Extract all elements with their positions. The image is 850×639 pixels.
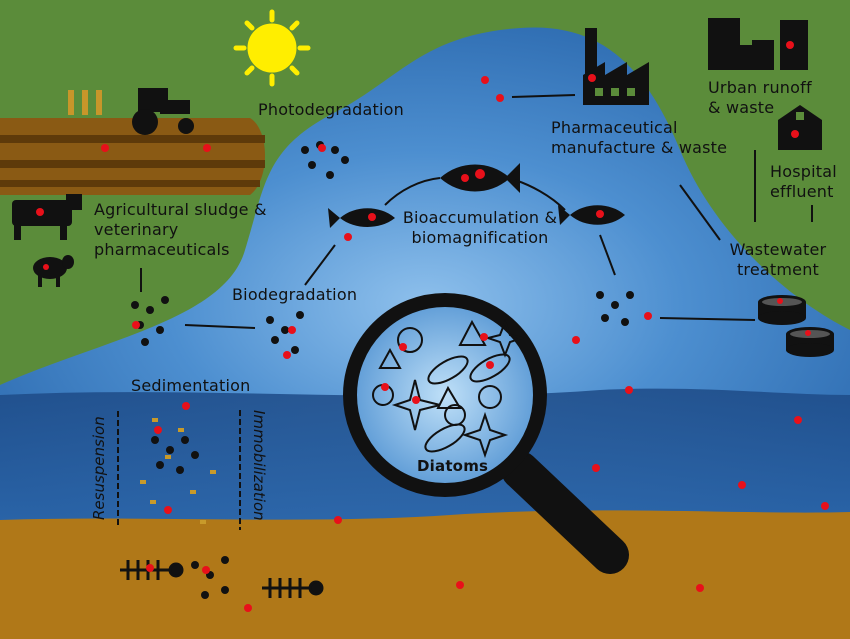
label-agricultural-sludge: Agricultural sludge & veterinary pharmac…: [94, 200, 267, 260]
label-photodegradation: Photodegradation: [258, 100, 404, 119]
label-line: & waste: [708, 98, 775, 117]
label-line: manufacture & waste: [551, 138, 728, 157]
diatom-clusters: [131, 141, 634, 599]
pollutant-particles: [101, 76, 829, 612]
label-bioaccumulation: Bioaccumulation & biomagnification: [395, 208, 565, 248]
sheep-icon: [33, 255, 74, 287]
label-line: pharmaceuticals: [94, 240, 230, 259]
label-diatoms: Diatoms: [417, 457, 489, 475]
label-line: Urban runoff: [708, 78, 812, 97]
tractor-icon: [132, 88, 194, 135]
label-immobilization: Immobilization: [250, 410, 268, 521]
farmland: [0, 118, 265, 195]
label-urban-runoff: Urban runoff & waste: [708, 78, 812, 118]
label-line: Pharmaceutical: [551, 118, 678, 137]
label-line: Wastewater: [729, 240, 827, 259]
label-line: biomagnification: [411, 228, 549, 247]
label-line: Bioaccumulation &: [402, 208, 558, 227]
label-resuspension: Resuspension: [90, 416, 108, 520]
label-line: treatment: [736, 260, 820, 279]
wheat-icon: [68, 90, 102, 115]
fish-icon: [328, 163, 625, 228]
label-line: Agricultural sludge &: [94, 200, 267, 219]
factory-icon: [583, 28, 649, 105]
label-biodegradation: Biodegradation: [232, 285, 358, 304]
fish-skeleton-icon: [120, 560, 324, 598]
label-sedimentation: Sedimentation: [131, 376, 251, 395]
wastewater-tanks-icon: [758, 295, 834, 357]
label-pharmaceutical-manufacture: Pharmaceutical manufacture & waste: [551, 118, 727, 158]
city-buildings-icon: [708, 18, 808, 70]
sediment-layer: [0, 510, 850, 639]
hospital-icon: [778, 105, 822, 150]
label-line: veterinary: [94, 220, 179, 239]
label-line: effluent: [770, 182, 834, 201]
label-wastewater-treatment: Wastewater treatment: [728, 240, 828, 280]
label-hospital-effluent: Hospital effluent: [770, 162, 837, 202]
label-line: Hospital: [770, 162, 837, 181]
sediment-particles: [140, 418, 216, 524]
sun-icon: [233, 9, 311, 87]
flow-arrows: [117, 94, 813, 530]
cow-icon: [12, 194, 82, 240]
